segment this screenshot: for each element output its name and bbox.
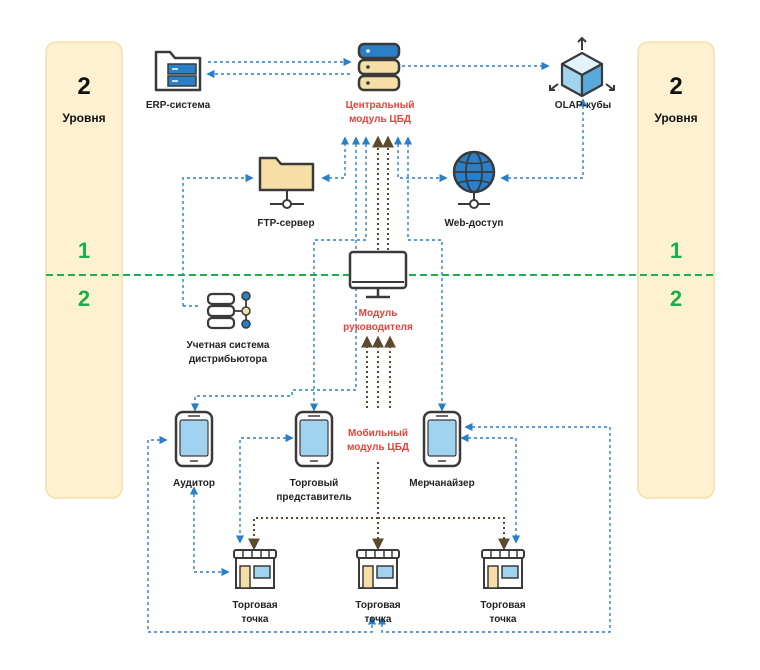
distributor-label-line2: дистрибьютора: [189, 353, 268, 365]
link-ftp-central: [321, 136, 350, 183]
erp-label: ERP-система: [146, 100, 211, 111]
left-upper-level: 1: [78, 238, 90, 263]
olap-label: OLAP-кубы: [555, 99, 611, 111]
right-lower-level: 2: [670, 286, 682, 311]
auditor-label: Аудитор: [173, 478, 215, 489]
store2-label-line1: Торговая: [355, 600, 400, 611]
right-panel-number: 2: [669, 73, 682, 100]
central-database-icon: [357, 42, 401, 92]
store1-label-line1: Торговая: [232, 600, 277, 611]
link-central-salesrep: [309, 136, 371, 412]
link-web-olap: [500, 98, 588, 183]
globe-icon: [452, 150, 496, 209]
link-mobile-store3: [378, 517, 510, 551]
store2-shop-icon: [356, 549, 400, 589]
link-merch-loop: [377, 422, 611, 633]
link-central-web: [393, 136, 448, 183]
left-panel-number: 2: [77, 73, 90, 100]
store3-shop-icon: [481, 549, 525, 589]
store2-label-line2: точка: [365, 614, 392, 625]
brown-connections: [248, 135, 510, 551]
manager-label-line1: Модуль: [359, 308, 398, 319]
mobile-label-line2: модуль ЦБД: [347, 442, 409, 453]
link-salesrep-store1: [235, 433, 294, 544]
store1-label-line2: точка: [242, 614, 269, 625]
auditor-phone-icon: [174, 410, 214, 468]
blue-connections: [147, 57, 611, 633]
distributor-database-icon: [206, 291, 251, 330]
central-label-line1: Центральный: [346, 100, 415, 111]
manager-label-line2: руководителя: [343, 322, 413, 333]
right-level-panel: 2 Уровня 1 2: [637, 41, 715, 499]
link-distributor-ftp: [182, 173, 254, 306]
olap-cube-icon: [549, 36, 615, 98]
store3-label-line1: Торговая: [480, 600, 525, 611]
ftp-folder-icon: [258, 156, 315, 209]
store1-shop-icon: [233, 549, 277, 589]
right-panel-label: Уровня: [654, 111, 697, 125]
link-auditor-store1: [189, 486, 230, 577]
salesrep-label-line2: представитель: [276, 492, 351, 503]
distributor-label-line1: Учетная система: [187, 340, 270, 351]
link-central-merch: [403, 136, 447, 412]
monitor-icon: [348, 250, 408, 299]
left-panel-label: Уровня: [62, 111, 105, 125]
link-mobile-store1: [248, 517, 378, 551]
ftp-label: FTP-сервер: [257, 218, 314, 229]
mobile-label-line1: Мобильный: [348, 427, 408, 439]
merch-phone-icon: [422, 410, 462, 468]
store3-label-line2: точка: [490, 614, 517, 625]
erp-folder-icon: [154, 50, 202, 92]
link-auditor-loop: [147, 435, 377, 633]
web-label: Web-доступ: [445, 218, 504, 229]
salesrep-label-line1: Торговый: [290, 478, 339, 489]
left-lower-level: 2: [78, 286, 90, 311]
right-upper-level: 1: [670, 238, 682, 263]
central-label-line2: модуль ЦБД: [349, 114, 411, 125]
merch-label: Мерчанайзер: [409, 478, 474, 489]
left-level-panel: 2 Уровня 1 2: [45, 41, 123, 499]
salesrep-phone-icon: [294, 410, 334, 468]
link-merch-store3: [460, 433, 521, 544]
